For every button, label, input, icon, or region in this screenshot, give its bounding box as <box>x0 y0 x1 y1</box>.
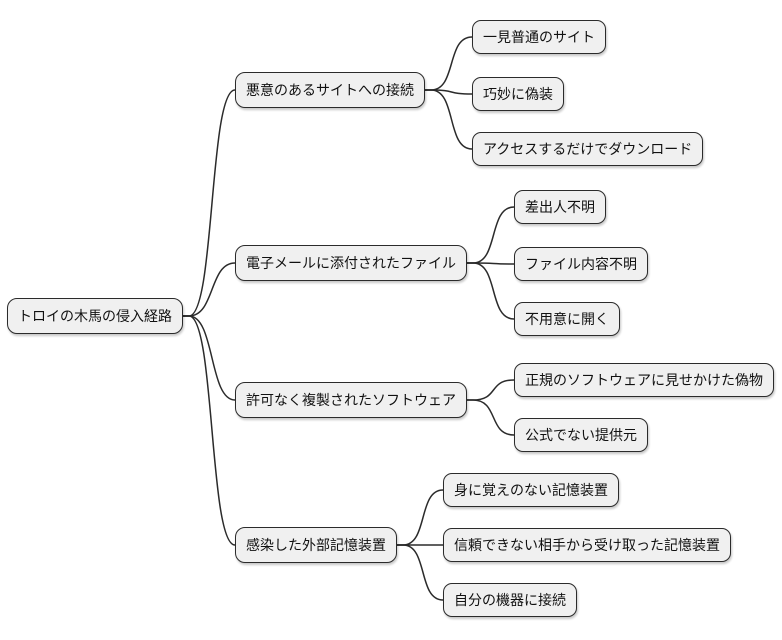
leaf-unofficial-source: 公式でない提供元 <box>514 418 648 452</box>
leaf-unknown-sender: 差出人不明 <box>514 190 606 224</box>
leaf-storage-from-untrusted-party: 信頼できない相手から受け取った記憶装置 <box>443 528 731 562</box>
leaf-unfamiliar-storage-device: 身に覚えのない記憶装置 <box>443 473 619 507</box>
branch-infected-external-storage: 感染した外部記憶装置 <box>235 527 397 563</box>
branch-malicious-website-connection: 悪意のあるサイトへの接続 <box>235 72 425 108</box>
node-root-trojan-entry-routes: トロイの木馬の侵入経路 <box>7 298 183 334</box>
leaf-normal-looking-site: 一見普通のサイト <box>472 20 606 54</box>
leaf-connect-to-own-device: 自分の機器に接続 <box>443 583 577 617</box>
leaf-open-carelessly: 不用意に開く <box>514 302 620 336</box>
branch-email-attachment-file: 電子メールに添付されたファイル <box>235 245 467 281</box>
leaf-unknown-file-content: ファイル内容不明 <box>514 247 648 281</box>
branch-unauthorized-copied-software: 許可なく複製されたソフトウェア <box>235 382 467 418</box>
leaf-cleverly-disguised: 巧妙に偽装 <box>472 77 564 111</box>
leaf-download-just-by-access: アクセスするだけでダウンロード <box>472 132 704 166</box>
leaf-fake-disguised-as-legit-software: 正規のソフトウェアに見せかけた偽物 <box>514 363 774 397</box>
